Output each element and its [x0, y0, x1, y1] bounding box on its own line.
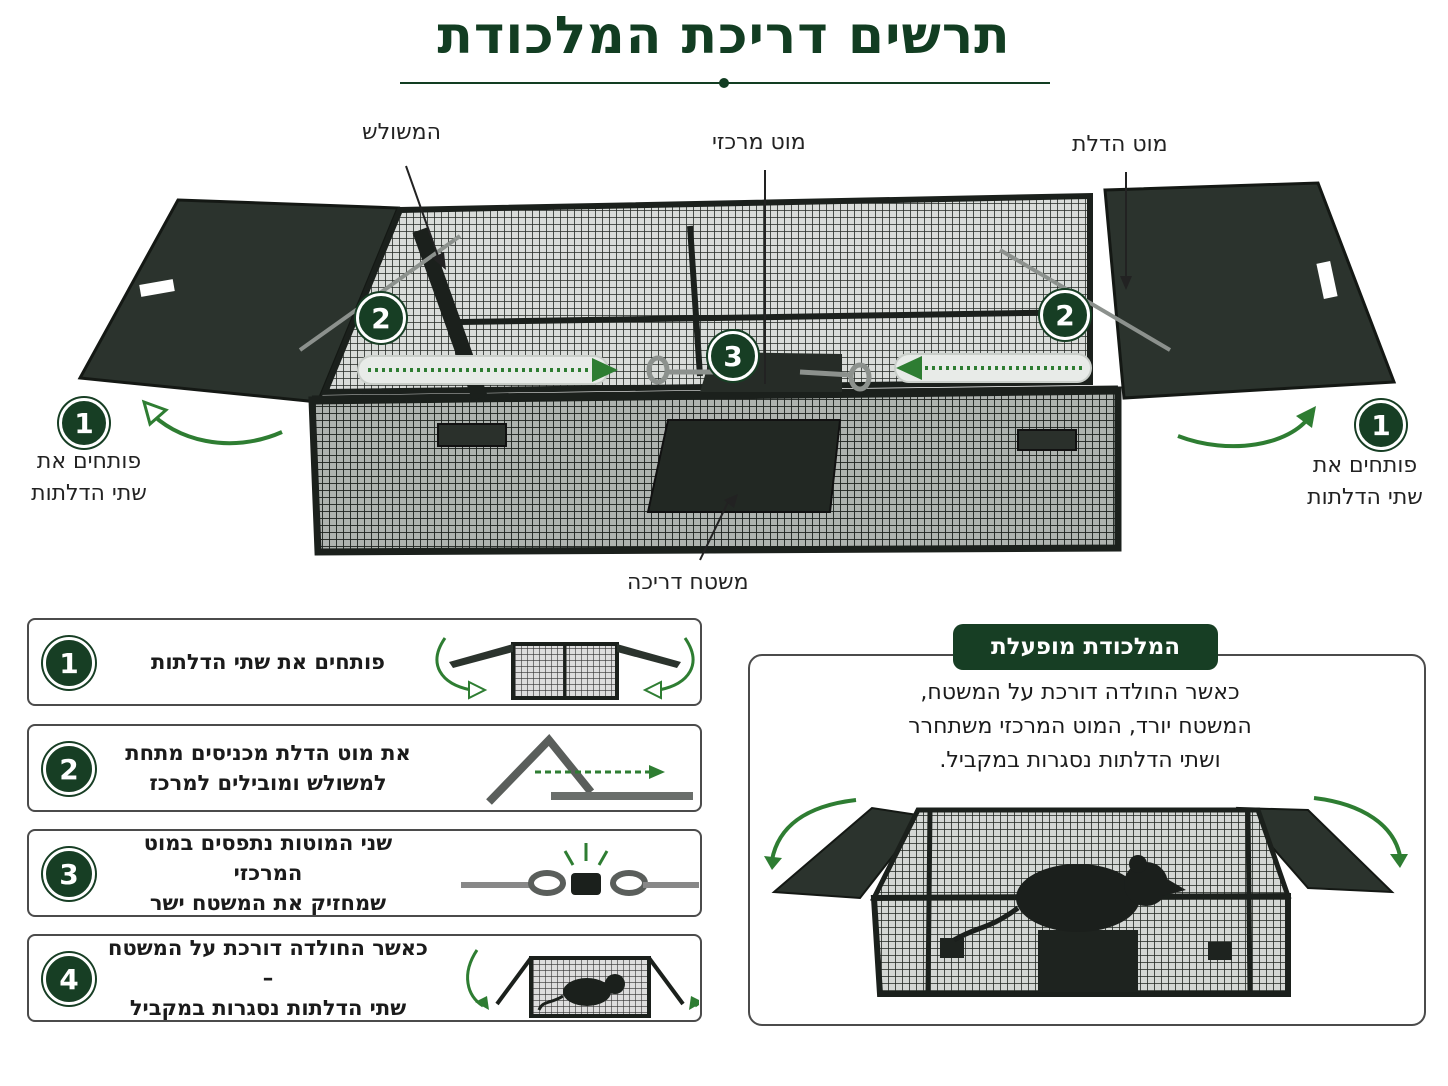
side-label-left: פותחים את שתי הדלתות [14, 446, 164, 510]
step-number: 3 [43, 848, 95, 900]
callout-triangle: המשולש [362, 120, 441, 145]
side-label-left-line1: פותחים את [36, 449, 142, 474]
badge-triangle-left: 2 [356, 293, 406, 343]
activated-right-door [1235, 806, 1395, 894]
triangle-rod-icon [486, 733, 693, 805]
badge-triangle-right: 2 [1040, 290, 1090, 340]
main-trap-diagram [77, 165, 1397, 561]
right-door-handle-slot [1316, 260, 1338, 300]
activated-left-door [771, 806, 926, 900]
side-label-left-line2: שתי הדלתות [31, 481, 147, 506]
hook-right [799, 362, 872, 392]
arrow-right-to-center [894, 353, 1092, 383]
arrow-left-to-center [357, 355, 618, 385]
closed-trap-icon [466, 949, 699, 1018]
badge-center: 3 [708, 331, 758, 381]
callout-center-rod: מוט מרכזי [712, 130, 806, 155]
triangle-leader [405, 165, 441, 263]
side-label-right-line2: שתי הדלתות [1307, 485, 1423, 510]
closing-arrow-right [1313, 796, 1402, 857]
badge-open-right: 1 [1356, 400, 1406, 450]
step-box-4: 4 כאשר החולדה דורכת על המשטח –שתי הדלתות… [27, 934, 702, 1022]
step-number: 2 [43, 743, 95, 795]
hook-left [646, 355, 720, 385]
callout-door-rod: מוט הדלת [1072, 132, 1168, 157]
side-label-right: פותחים את שתי הדלתות [1290, 450, 1440, 514]
step-text: פותחים את שתי הדלתות [151, 650, 385, 674]
treadle-leader [699, 497, 731, 561]
activated-trap-illustration [764, 796, 1408, 997]
cage-top [320, 192, 1093, 396]
right-door [1103, 181, 1397, 400]
badge-open-left: 1 [59, 398, 109, 448]
left-door-handle-slot [139, 279, 175, 297]
hooked-rods-icon [461, 843, 699, 896]
open-arrow-right [1177, 414, 1312, 449]
trap-activated-badge: המלכודת מופעלת [953, 624, 1218, 670]
step-number: 1 [43, 637, 95, 689]
closing-arrow-left [770, 798, 857, 861]
side-label-right-line1: פותחים את [1312, 453, 1418, 478]
callout-treadle: משטח דריכה [627, 570, 749, 595]
step-number: 4 [43, 953, 95, 1005]
page-title: תרשים דריכת המלכודת [437, 6, 1011, 66]
trap-activated-text: כאשר החולדה דורכת על המשטח, המשטח יורד, … [908, 680, 1252, 773]
step-box-1: 1 פותחים את שתי הדלתות [27, 618, 702, 706]
step-text: כאשר החולדה דורכת על המשטח –שתי הדלתות נ… [108, 936, 428, 1020]
open-arrow-left [146, 408, 283, 446]
rat-silhouette [952, 855, 1186, 943]
open-doors-icon [435, 637, 695, 700]
title-divider-dot [719, 78, 729, 88]
treadle-plate [646, 419, 842, 513]
